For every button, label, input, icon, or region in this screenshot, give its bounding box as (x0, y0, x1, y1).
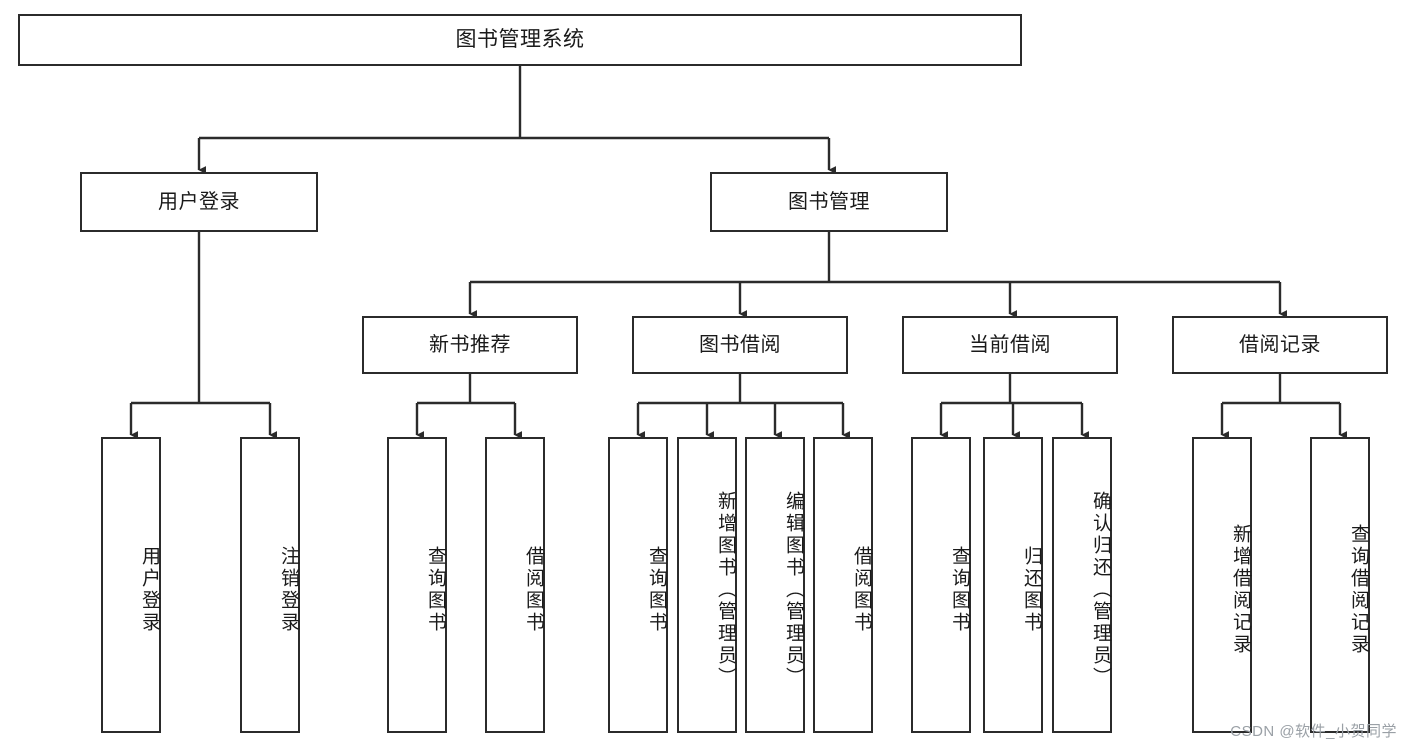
node-label: 用户登录 (139, 546, 160, 634)
node-label: 图书管理系统 (455, 27, 585, 51)
node-label: 查询借阅记录 (1348, 524, 1369, 656)
node-leaf5: 查询图书 (608, 437, 668, 733)
node-leaf1: 用户登录 (101, 437, 161, 733)
node-label: 注销登录 (278, 546, 299, 634)
node-l3b: 图书借阅 (632, 316, 848, 374)
node-leaf11: 确认归还（管理员） (1052, 437, 1112, 733)
node-leaf7: 编辑图书（管理员） (745, 437, 805, 733)
node-root: 图书管理系统 (18, 14, 1022, 66)
node-label: 查询图书 (425, 546, 446, 634)
node-leaf9: 查询图书 (911, 437, 971, 733)
node-label: 新书推荐 (429, 333, 511, 356)
node-leaf12: 新增借阅记录 (1192, 437, 1252, 733)
node-leaf8: 借阅图书 (813, 437, 873, 733)
node-label: 确认归还（管理员） (1090, 491, 1111, 689)
node-label: 图书借阅 (699, 333, 781, 356)
node-label: 借阅图书 (523, 546, 544, 634)
node-l2a: 用户登录 (80, 172, 318, 232)
node-label: 借阅记录 (1239, 333, 1321, 356)
node-l3a: 新书推荐 (362, 316, 578, 374)
node-l3d: 借阅记录 (1172, 316, 1388, 374)
node-label: 归还图书 (1021, 546, 1042, 634)
node-label: 查询图书 (646, 546, 667, 634)
node-leaf6: 新增图书（管理员） (677, 437, 737, 733)
node-leaf3: 查询图书 (387, 437, 447, 733)
watermark-text: CSDN @软件_小贺同学 (1230, 723, 1397, 740)
node-label: 新增借阅记录 (1230, 524, 1251, 656)
node-leaf4: 借阅图书 (485, 437, 545, 733)
node-l3c: 当前借阅 (902, 316, 1118, 374)
node-leaf10: 归还图书 (983, 437, 1043, 733)
node-label: 查询图书 (949, 546, 970, 634)
node-label: 图书管理 (788, 190, 870, 213)
node-l2b: 图书管理 (710, 172, 948, 232)
node-label: 用户登录 (158, 190, 240, 213)
node-label: 当前借阅 (969, 333, 1051, 356)
node-leaf13: 查询借阅记录 (1310, 437, 1370, 733)
node-label: 借阅图书 (851, 546, 872, 634)
node-label: 编辑图书（管理员） (783, 491, 804, 689)
node-leaf2: 注销登录 (240, 437, 300, 733)
node-label: 新增图书（管理员） (715, 491, 736, 689)
